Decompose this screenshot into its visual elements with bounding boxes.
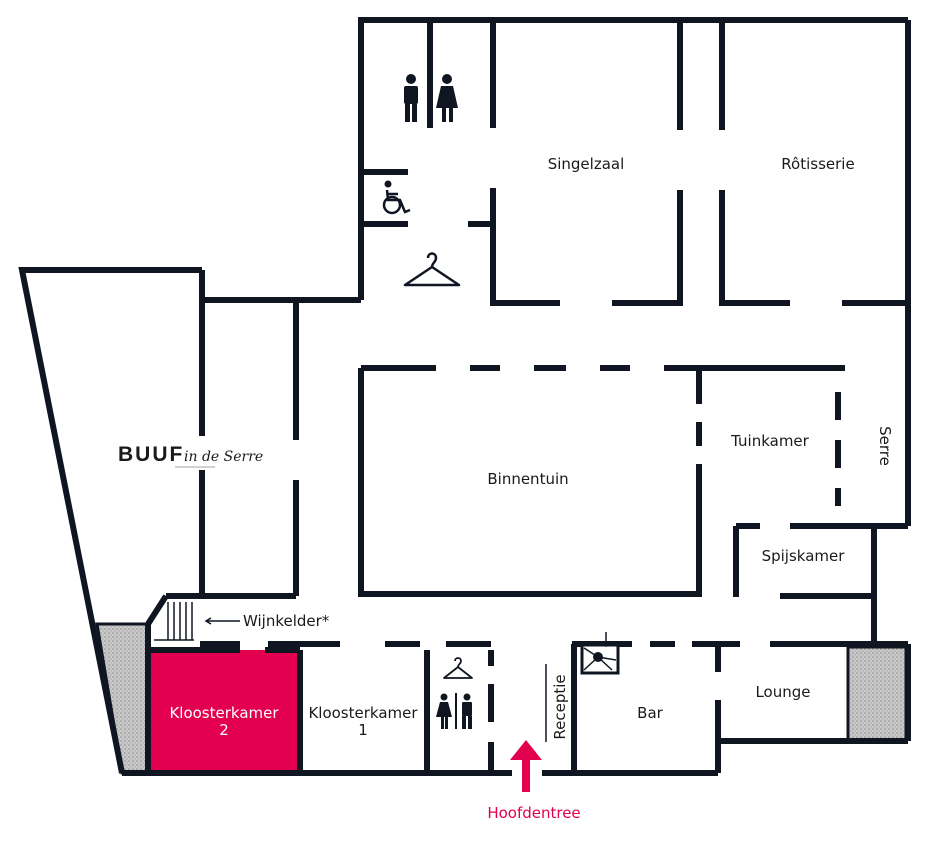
coat-hanger-small-icon xyxy=(443,657,473,679)
room-label-spijskamer: Spijskamer xyxy=(762,547,846,565)
kloosterkamer-2-room[interactable] xyxy=(148,650,300,773)
walls xyxy=(18,17,911,776)
entrance-label[interactable]: Hoofdentree xyxy=(487,804,580,822)
coat-hanger-icon xyxy=(403,252,461,287)
room-label-kloosterkamer-1-number: 1 xyxy=(358,721,368,739)
brand-name: BUUF xyxy=(118,443,184,466)
stairs-icon xyxy=(154,602,194,641)
wheelchair-icon xyxy=(382,180,411,215)
room-label-receptie: Receptie xyxy=(551,674,569,739)
wijnkelder-arrow-icon xyxy=(204,617,240,625)
toilet-small-icon xyxy=(436,693,472,729)
room-label-kloosterkamer-2: Kloosterkamer xyxy=(169,704,279,722)
room-label-lounge: Lounge xyxy=(755,683,810,701)
room-label-singelzaal: Singelzaal xyxy=(548,155,625,173)
room-label-rotisserie: Rôtisserie xyxy=(781,155,854,173)
room-label-kloosterkamer-2-number: 2 xyxy=(219,721,229,739)
room-label-binnentuin: Binnentuin xyxy=(487,470,568,488)
brand-logo: BUUF in de Serre xyxy=(110,436,270,470)
room-label-bar: Bar xyxy=(637,704,663,722)
brand-script: in de Serre xyxy=(184,449,263,465)
room-label-tuinkamer: Tuinkamer xyxy=(730,432,810,450)
room-label-kloosterkamer-1: Kloosterkamer xyxy=(308,704,418,722)
entrance-arrow-icon[interactable] xyxy=(510,740,542,792)
room-label-wijnkelder: Wijnkelder* xyxy=(243,612,330,630)
spiral-stairs-icon xyxy=(580,632,620,675)
hatched-column-right xyxy=(846,645,908,743)
room-label-serre: Serre xyxy=(876,426,894,466)
toilet-icon xyxy=(404,74,458,122)
